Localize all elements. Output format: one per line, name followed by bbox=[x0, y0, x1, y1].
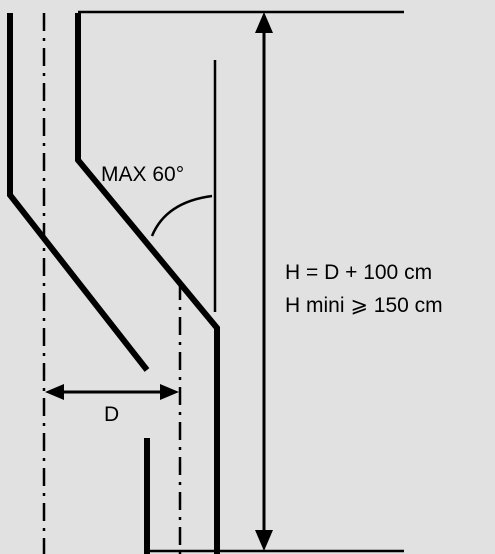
width-arrow-right bbox=[160, 384, 179, 400]
height-minimum-label: H mini ⩾ 150 cm bbox=[285, 294, 443, 317]
angle-label: MAX 60° bbox=[101, 163, 184, 186]
height-formula-label: H = D + 100 cm bbox=[285, 261, 432, 284]
pipe-outer-wall bbox=[7, 13, 150, 372]
width-arrow-left bbox=[45, 384, 64, 400]
height-arrow-bottom bbox=[255, 530, 273, 551]
pipe-inner-wall bbox=[75, 13, 220, 554]
angle-arc bbox=[150, 194, 213, 237]
width-label: D bbox=[104, 403, 119, 426]
height-arrow-top bbox=[255, 12, 273, 33]
